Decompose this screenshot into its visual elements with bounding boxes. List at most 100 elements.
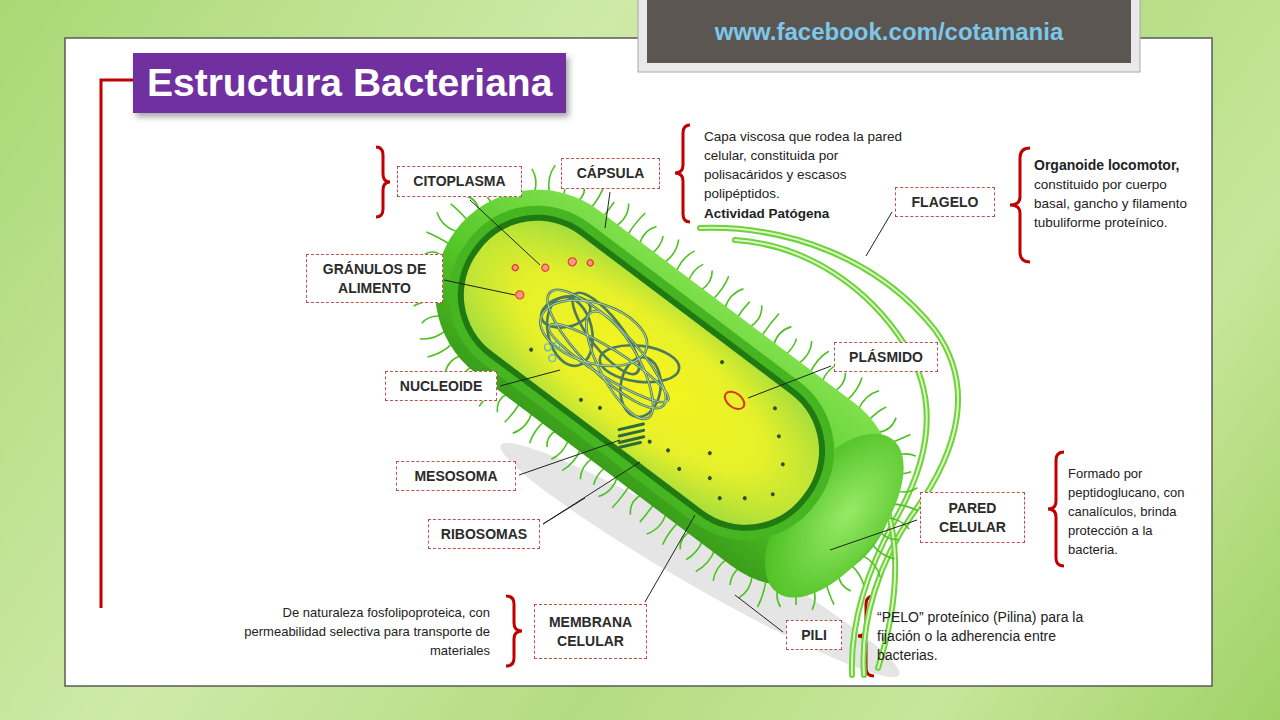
- pilus: [640, 504, 654, 523]
- ribosomes-part: [772, 405, 778, 411]
- ribosomes-part: [665, 448, 671, 454]
- pilus: [761, 313, 779, 337]
- leader-line: [543, 498, 585, 524]
- inclusions-part: [553, 340, 561, 348]
- pilus: [712, 276, 731, 300]
- pilus: [661, 522, 679, 545]
- part-label-box: NUCLEOIDE: [385, 371, 497, 401]
- ribosomes-part: [647, 439, 653, 445]
- part-label-box: RIBOSOMAS: [428, 519, 540, 549]
- capsule: [394, 149, 935, 627]
- description-note: “PELO” proteínico (Pilina) para la fijac…: [877, 608, 1109, 665]
- part-name: PLÁSMIDO: [849, 348, 923, 367]
- bracket: [1010, 148, 1030, 262]
- nucleoid-strand-part: [563, 284, 650, 383]
- part-label-box: MEMBRANA CELULAR: [534, 604, 647, 659]
- ribosomes-part: [719, 359, 725, 365]
- description-note: Organoide locomotor,: [1034, 156, 1204, 175]
- leader-lines: [444, 192, 917, 632]
- food-granules-part: [514, 289, 525, 300]
- ribosomes-part: [707, 450, 713, 456]
- part-name: CÁPSULA: [577, 164, 645, 183]
- ribosomes-part: [780, 461, 786, 467]
- leader-line: [543, 462, 640, 524]
- part-label-box: MESOSOMA: [396, 461, 516, 491]
- part-label-box: CÁPSULA: [561, 158, 660, 189]
- description-note: Capa viscosa que rodea la pared celular,…: [704, 127, 912, 203]
- banner-frame: [638, 0, 1140, 72]
- ribosomes-part: [776, 433, 782, 439]
- inclusions: [539, 336, 565, 363]
- inclusions-part: [543, 342, 553, 352]
- nucleoid-highlight: [512, 258, 705, 438]
- cytoplasm: [435, 192, 847, 553]
- leader-line: [645, 515, 695, 602]
- pilus: [627, 212, 646, 236]
- pili: [358, 113, 970, 663]
- plasmid: [722, 388, 748, 412]
- banner-box: [647, 0, 1131, 63]
- ribosomes-part: [676, 466, 682, 472]
- part-label-box: PLÁSMIDO: [834, 342, 938, 372]
- part-name: GRÁNULOS DE ALIMENTO: [313, 260, 436, 298]
- description-note: constituido por cuerpo basal, gancho y f…: [1034, 175, 1196, 232]
- part-name: CITOPLASMA: [413, 172, 505, 191]
- leader-line: [500, 370, 560, 386]
- title-rule: [101, 80, 135, 608]
- pilus: [696, 548, 717, 574]
- pilus: [845, 377, 864, 401]
- food-granules-part: [567, 256, 578, 267]
- leader-line: [748, 366, 831, 398]
- leader-line: [866, 212, 892, 256]
- ribosomes-part: [578, 397, 584, 403]
- food-granules-part: [586, 259, 594, 267]
- ribosomes: [522, 263, 820, 529]
- part-label-box: PILI: [786, 620, 842, 650]
- leader-line: [830, 520, 917, 550]
- pilus: [505, 402, 521, 422]
- food-granules-part: [511, 263, 519, 271]
- inclusions-part: [547, 353, 557, 363]
- pilus: [589, 186, 607, 208]
- mesosome: [608, 411, 653, 458]
- part-label-box: GRÁNULOS DE ALIMENTO: [306, 254, 443, 303]
- ribosomes-part: [770, 491, 776, 497]
- leader-line: [519, 440, 620, 475]
- description-note: De naturaleza fosfolipoproteica, con per…: [240, 603, 490, 660]
- description-note: Formado por peptidoglucano, con canalícu…: [1068, 464, 1192, 559]
- part-label-box: PARED CELULAR: [920, 492, 1025, 543]
- ribosomes-part: [528, 347, 534, 353]
- leader-line: [735, 595, 783, 632]
- ribosomes-part: [742, 495, 748, 501]
- part-name: PILI: [801, 626, 827, 645]
- nucleoid-strand: [512, 258, 705, 438]
- ribosomes-part: [717, 495, 723, 501]
- food-granules-part: [540, 263, 550, 273]
- mesosome-part: [618, 441, 642, 449]
- part-label-box: FLAGELO: [895, 187, 995, 217]
- bracket: [376, 147, 390, 217]
- part-name: PARED CELULAR: [927, 499, 1018, 537]
- pilus: [612, 485, 630, 508]
- ribosomes-part: [707, 475, 713, 481]
- nucleoid-highlight-part: [533, 276, 680, 423]
- part-label-box: CITOPLASMA: [397, 166, 522, 197]
- page-watermark: www.facebook.com/cotamania: [647, 17, 1131, 47]
- nucleoid: [512, 258, 705, 438]
- part-name: MESOSOMA: [414, 467, 497, 486]
- nucleoid-highlight-part: [542, 314, 676, 412]
- food-granules: [499, 224, 594, 322]
- leader-line: [444, 280, 515, 295]
- bacterium: [358, 113, 970, 663]
- title-box: Estructura Bacteriana: [133, 53, 566, 113]
- part-name: FLAGELO: [912, 193, 979, 212]
- leader-line: [470, 200, 540, 265]
- part-name: RIBOSOMAS: [441, 525, 527, 544]
- part-name: MEMBRANA CELULAR: [541, 613, 640, 651]
- ribosomes-part: [597, 405, 603, 411]
- pilus: [562, 448, 582, 473]
- bracket: [675, 125, 690, 222]
- pilus: [528, 420, 546, 443]
